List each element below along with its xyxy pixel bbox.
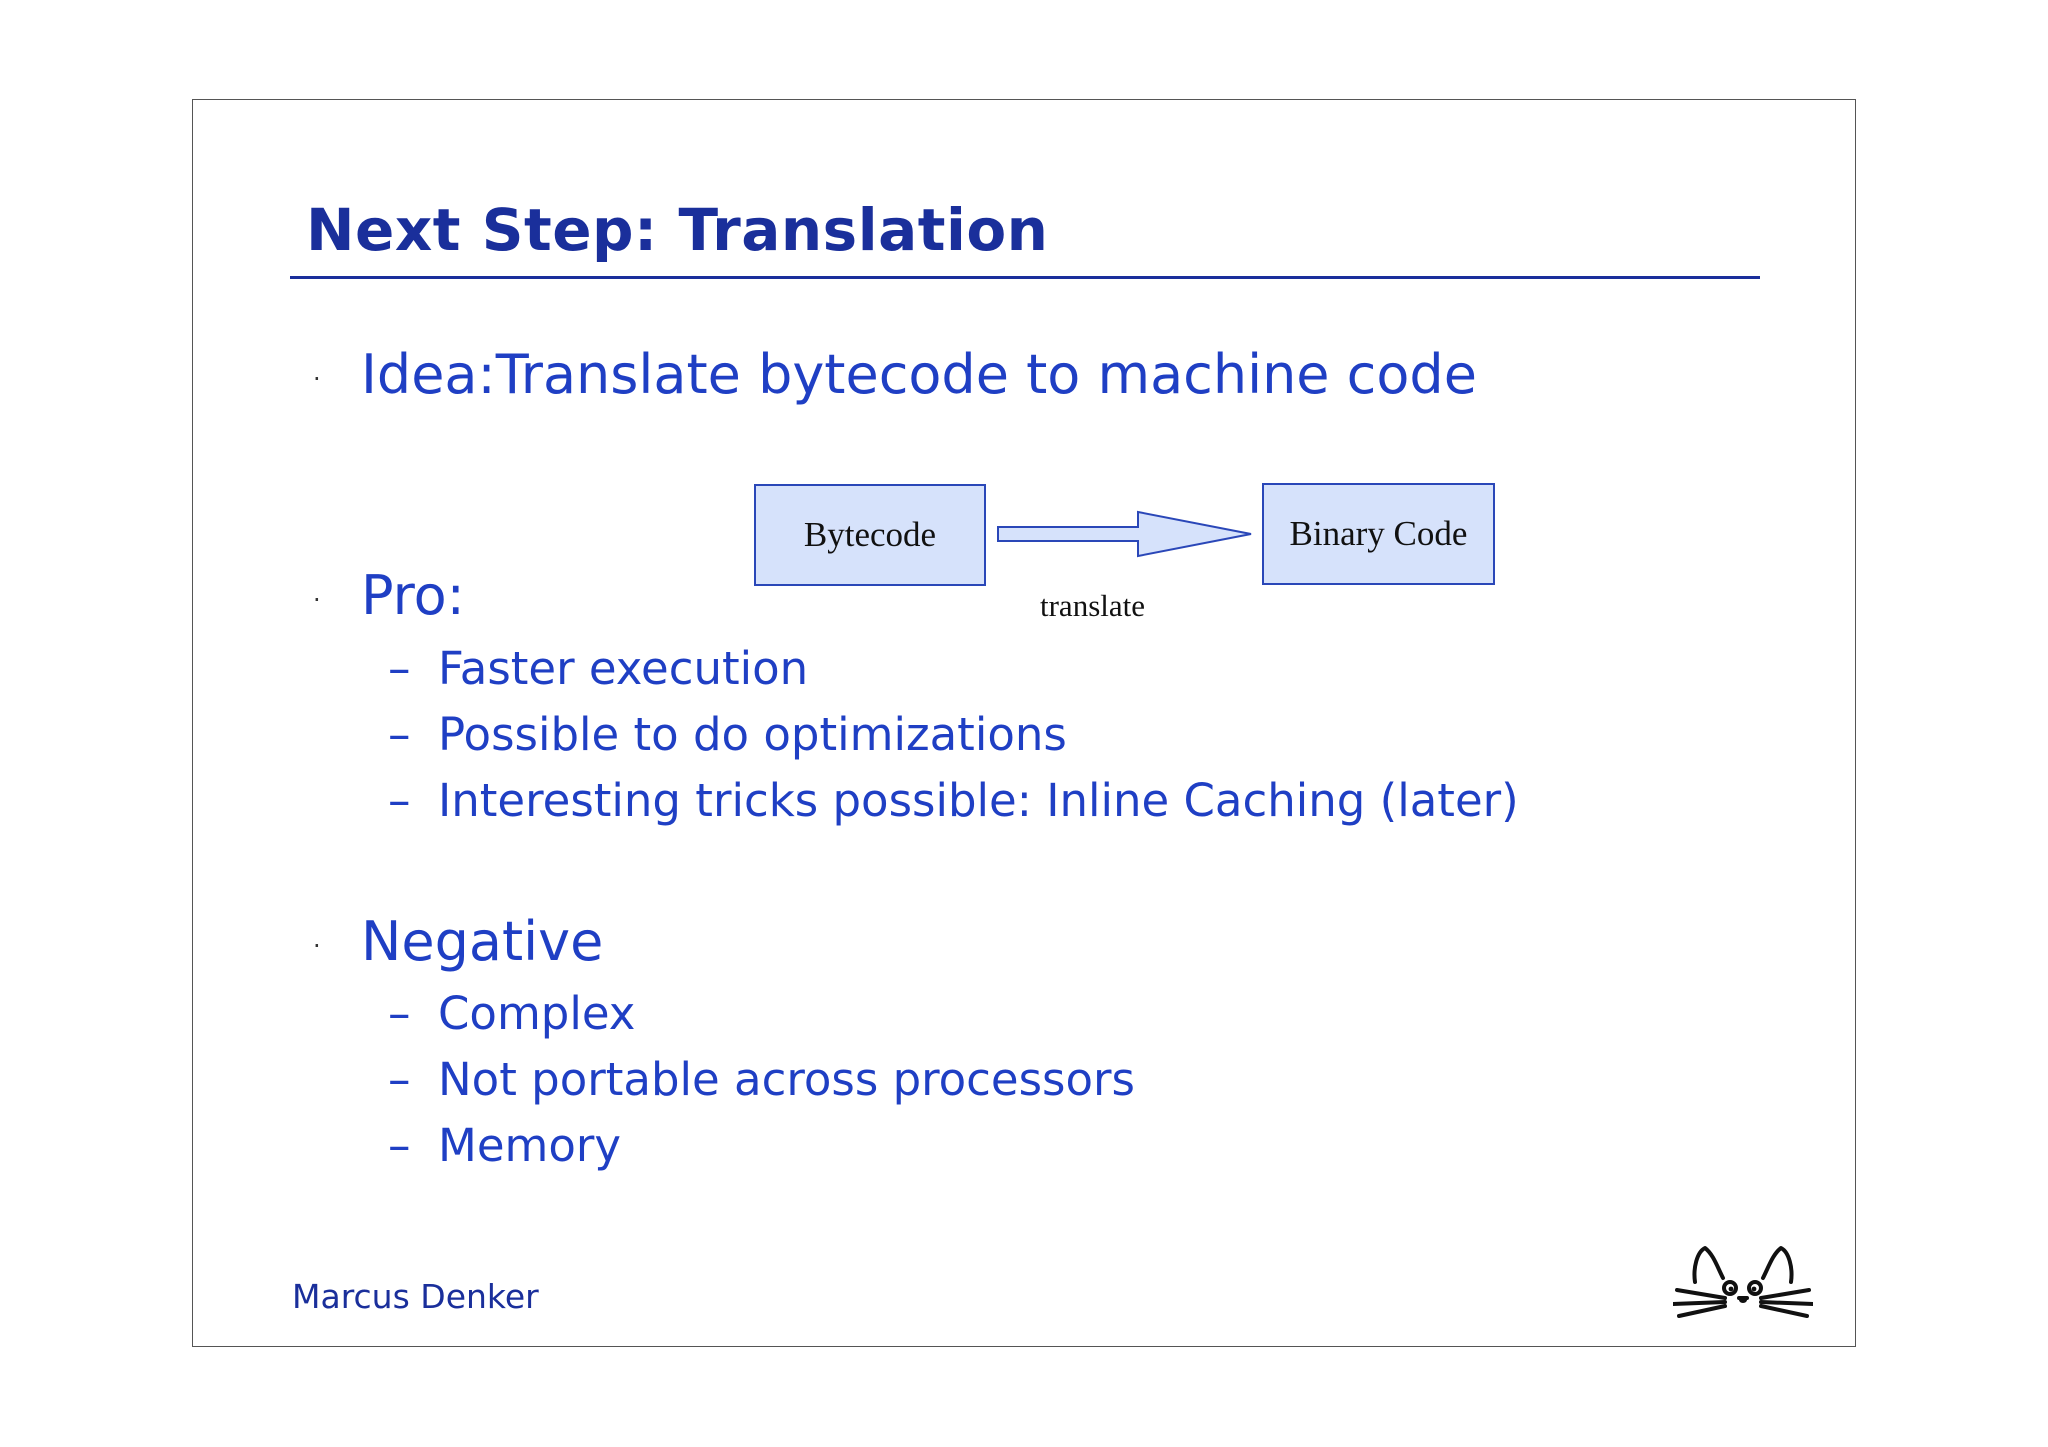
footer-author: Marcus Denker (292, 1277, 539, 1316)
bullet-dot: · (313, 932, 321, 960)
pro-item-text: Possible to do optimizations (438, 708, 1067, 761)
bytecode-box-label: Bytecode (803, 515, 937, 554)
dash: – (388, 1119, 411, 1172)
negative-item-text: Complex (438, 987, 636, 1040)
bullet-dot: · (313, 586, 321, 614)
translate-arrow (997, 510, 1252, 558)
binary-code-box: Binary Code (1262, 483, 1495, 585)
bytecode-box: Bytecode (754, 484, 986, 586)
slide: Next Step: Translation · Idea:Translate … (192, 99, 1856, 1347)
dash: – (388, 987, 411, 1040)
dash: – (388, 708, 411, 761)
dash: – (388, 642, 411, 695)
cat-face-icon (1673, 1246, 1813, 1318)
dash: – (388, 1053, 411, 1106)
bullet-negative-text: Negative (361, 910, 604, 973)
arrow-label: translate (1040, 588, 1146, 623)
bullet-dot: · (313, 365, 321, 393)
dash: – (388, 774, 411, 827)
bullet-idea-text: Idea:Translate bytecode to machine code (361, 343, 1477, 406)
title-underline (290, 276, 1760, 279)
bullet-pro-text: Pro: (361, 564, 465, 627)
negative-item-text: Memory (438, 1119, 622, 1172)
binary-code-box-label: Binary Code (1289, 514, 1468, 553)
pro-item-text: Faster execution (438, 642, 809, 695)
negative-item-text: Not portable across processors (438, 1053, 1135, 1106)
pro-item-text: Interesting tricks possible: Inline Cach… (438, 774, 1519, 827)
slide-title: Next Step: Translation (306, 196, 1049, 264)
